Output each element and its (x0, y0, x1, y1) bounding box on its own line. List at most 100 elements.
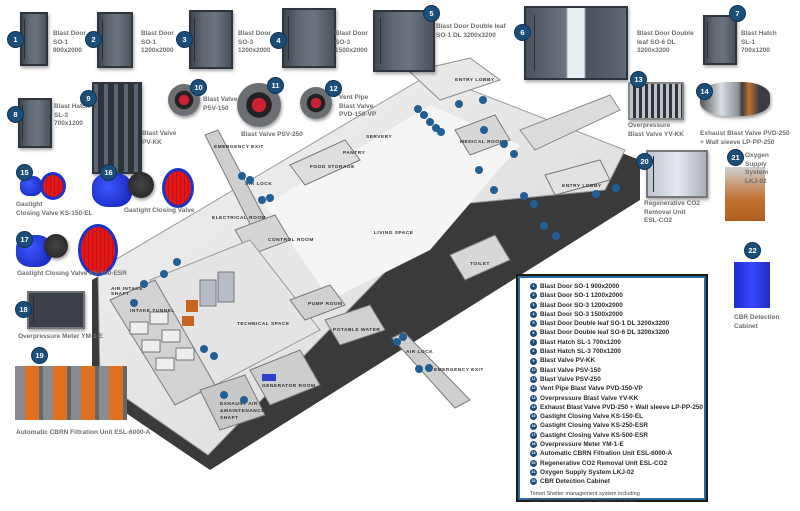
product-badge-5: 5 (424, 6, 439, 21)
medical-rooms (454, 114, 511, 156)
blast-door-so1-1200-image (97, 12, 133, 68)
gastight-valve-16-disc (162, 168, 194, 208)
legend-item-label: Blast Hatch SL-1 700x1200 (540, 338, 621, 346)
product-badge-3: 3 (177, 32, 192, 47)
room-label-control-room: CONTROL ROOM (268, 238, 314, 243)
legend-badge: 22 (530, 478, 537, 486)
product-badge-2: 2 (86, 32, 101, 47)
product-badge-12: 12 (326, 81, 341, 96)
product-label-17: Gastight Closing Valve KS-500-ESR (17, 270, 127, 277)
room-label-food-storage: FOOD STORAGE (310, 165, 355, 170)
product-badge-18: 18 (16, 302, 31, 317)
room-label-exhaust-shaft: EXHAUST AIR &MAINTENANCE SHAFT (220, 402, 265, 421)
product-label-5: Blast Door Double leaf SO-1 DL 3200x3200 (436, 23, 506, 39)
plan-marker (240, 396, 248, 404)
exhaust-blast-valve-image (700, 82, 770, 116)
legend-item-label: Blast Door SO-1 1200x2000 (540, 292, 623, 300)
plan-marker (210, 352, 218, 360)
product-label-16: Gastight Closing Valve (124, 207, 195, 214)
food-storage-room (289, 139, 361, 186)
plan-marker (399, 333, 407, 341)
exhaust-shaft (199, 374, 266, 431)
product-label-8: Blast Hatch SL-3 700x1200 (54, 103, 90, 127)
filter-units (129, 311, 195, 371)
room-label-toilet: TOILET (470, 262, 490, 267)
plan-marker (238, 172, 246, 180)
legend-item-label: Blast Hatch SL-3 700x1200 (540, 348, 621, 356)
product-label-11: Blast Valve PSV-250 (241, 131, 303, 138)
product-label-7: Blast Hatch SL-1 700x1200 (741, 30, 777, 54)
product-label-10: Blast Valve PSV-150 (203, 96, 238, 112)
room-label-emergency-exit-bottom: EMERGENCY EXIT (434, 368, 484, 373)
legend-item-label: Overpressure Meter YM-1-E (540, 441, 624, 449)
legend-badge: 8 (530, 348, 537, 356)
plan-marker (200, 345, 208, 353)
living-space-floor (265, 105, 520, 300)
product-label-20: Regenerative CO2 Removal Unit ESL-CO2 (644, 200, 700, 224)
plan-marker (415, 365, 423, 373)
product-label-22: CBR Detection Cabinet (734, 314, 780, 330)
legend-item-label: Blast Door SO-3 1500x2000 (540, 310, 623, 318)
plan-marker (246, 176, 254, 184)
product-badge-7: 7 (730, 6, 745, 21)
legend-badge: 17 (530, 431, 537, 439)
toilet-block (449, 234, 511, 281)
gastight-valve-ks150-disc (40, 172, 66, 200)
legend-item-label: Automatic CBRN Filtration Unit ESL-6000-… (540, 450, 673, 458)
product-badge-20: 20 (637, 154, 652, 169)
legend-item-label: Blast Valve PSV-150 (540, 366, 601, 374)
gastight-valve-ks500-disc (78, 224, 118, 276)
legend-badge: 19 (530, 450, 537, 458)
plan-marker (490, 186, 498, 194)
plan-marker (540, 222, 548, 230)
plan-marker (475, 166, 483, 174)
room-label-pantry: PANTRY (343, 151, 366, 156)
plan-marker (130, 299, 138, 307)
legend-badge: 14 (530, 404, 537, 411)
potable-water-room (324, 304, 386, 346)
plan-marker (592, 190, 600, 198)
legend-item-label: Blast Door SO-1 900x2000 (540, 283, 620, 290)
entry-lobby-right (544, 159, 611, 196)
legend-badge: 12 (530, 385, 537, 393)
product-badge-19: 19 (32, 348, 47, 363)
legend-badge: 21 (530, 469, 537, 477)
room-label-entry-lobby-top: ENTRY LOBBY (455, 78, 495, 83)
legend-badge: 1 (530, 283, 537, 291)
product-label-15: Gastight Closing Valve KS-150-EL (16, 201, 93, 217)
gastight-valve-16-actuator (128, 172, 154, 198)
product-badge-9: 9 (81, 91, 96, 106)
room-label-intake-tunnel: INTAKE TUNNEL (130, 309, 175, 314)
plan-marker (258, 196, 266, 204)
cbr-detection-cabinet-image (734, 262, 770, 308)
room-label-pump-room: PUMP ROOM (308, 302, 343, 307)
plan-marker (480, 126, 488, 134)
legend-item-label: Blast Door Double leaf SO-1 DL 3200x3200 (540, 320, 670, 328)
plan-marker (432, 124, 440, 132)
cbrn-filtration-unit-image (15, 366, 127, 420)
legend-badge: 10 (530, 366, 537, 374)
legend-badge: 2 (530, 292, 537, 300)
blast-hatch-sl1-image (703, 15, 737, 65)
product-badge-17: 17 (17, 232, 32, 247)
plan-marker (173, 258, 181, 266)
legend-badge: 16 (530, 422, 537, 430)
plan-marker (437, 128, 445, 136)
product-badge-1: 1 (8, 32, 23, 47)
blast-door-double-so6-image (524, 6, 628, 80)
blast-door-double-so1-image (373, 10, 435, 72)
legend-badge: 15 (530, 413, 537, 421)
overpressure-meter-image (27, 291, 85, 329)
blast-door-so3-1200-image (189, 10, 233, 69)
product-badge-14: 14 (697, 84, 712, 99)
